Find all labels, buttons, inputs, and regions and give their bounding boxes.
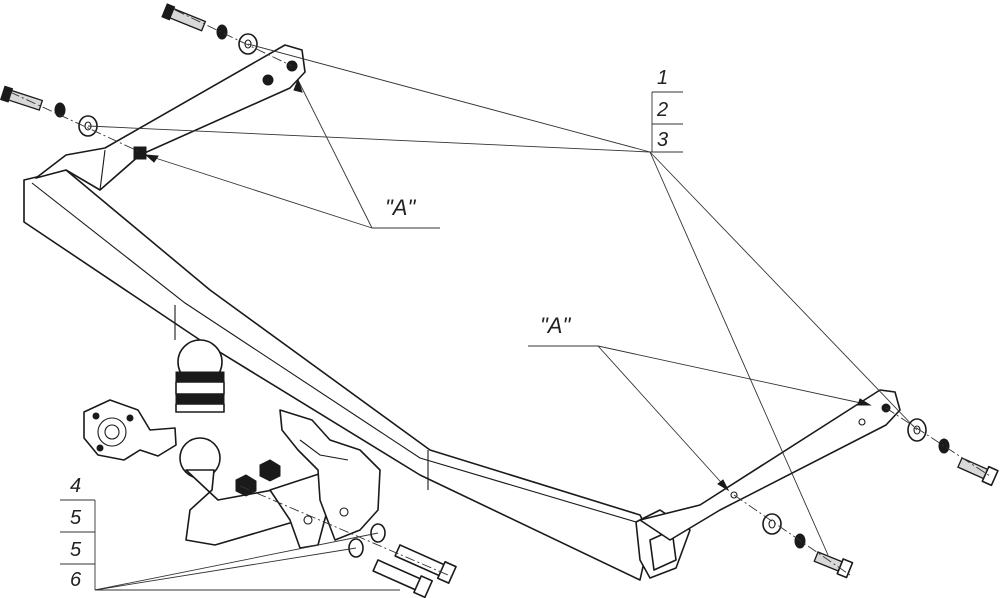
left-bracket	[35, 44, 306, 191]
callout-stack-bottom: 4 5 5 6	[60, 475, 400, 591]
bolt-set-top	[161, 3, 258, 55]
bracket-hole	[262, 74, 274, 86]
socket-plate	[83, 399, 177, 461]
view-a-lower: "A"	[528, 313, 872, 492]
leaders-top	[87, 43, 918, 556]
hook-nuts	[235, 459, 281, 497]
tow-ball-spare	[175, 339, 225, 413]
view-a-label: "A"	[385, 195, 416, 220]
tow-hook-arm	[179, 409, 381, 549]
callout-4: 4	[70, 475, 81, 497]
flat-washer	[762, 513, 782, 535]
bolt-set-right-lower	[762, 513, 854, 579]
hook-bolt-lower	[348, 538, 434, 598]
bolt-set-left	[0, 85, 98, 137]
callout-stack-top: 1 2 3	[651, 67, 683, 152]
callout-5b: 5	[70, 539, 82, 561]
view-a-upper: "A"	[144, 78, 440, 229]
view-a-label: "A"	[540, 313, 571, 338]
callout-2: 2	[656, 99, 668, 121]
callout-6: 6	[70, 569, 82, 591]
callout-5: 5	[70, 507, 82, 529]
weld-nut	[133, 146, 147, 160]
callout-1: 1	[657, 67, 668, 89]
spring-washer	[938, 438, 950, 454]
center-lines	[9, 9, 991, 579]
bracket-hole	[730, 491, 738, 499]
bolt-set-right-upper	[907, 418, 999, 487]
spring-washer	[216, 24, 228, 40]
callout-3: 3	[657, 129, 668, 151]
spring-washer	[54, 102, 66, 118]
bracket-hole	[858, 418, 866, 426]
